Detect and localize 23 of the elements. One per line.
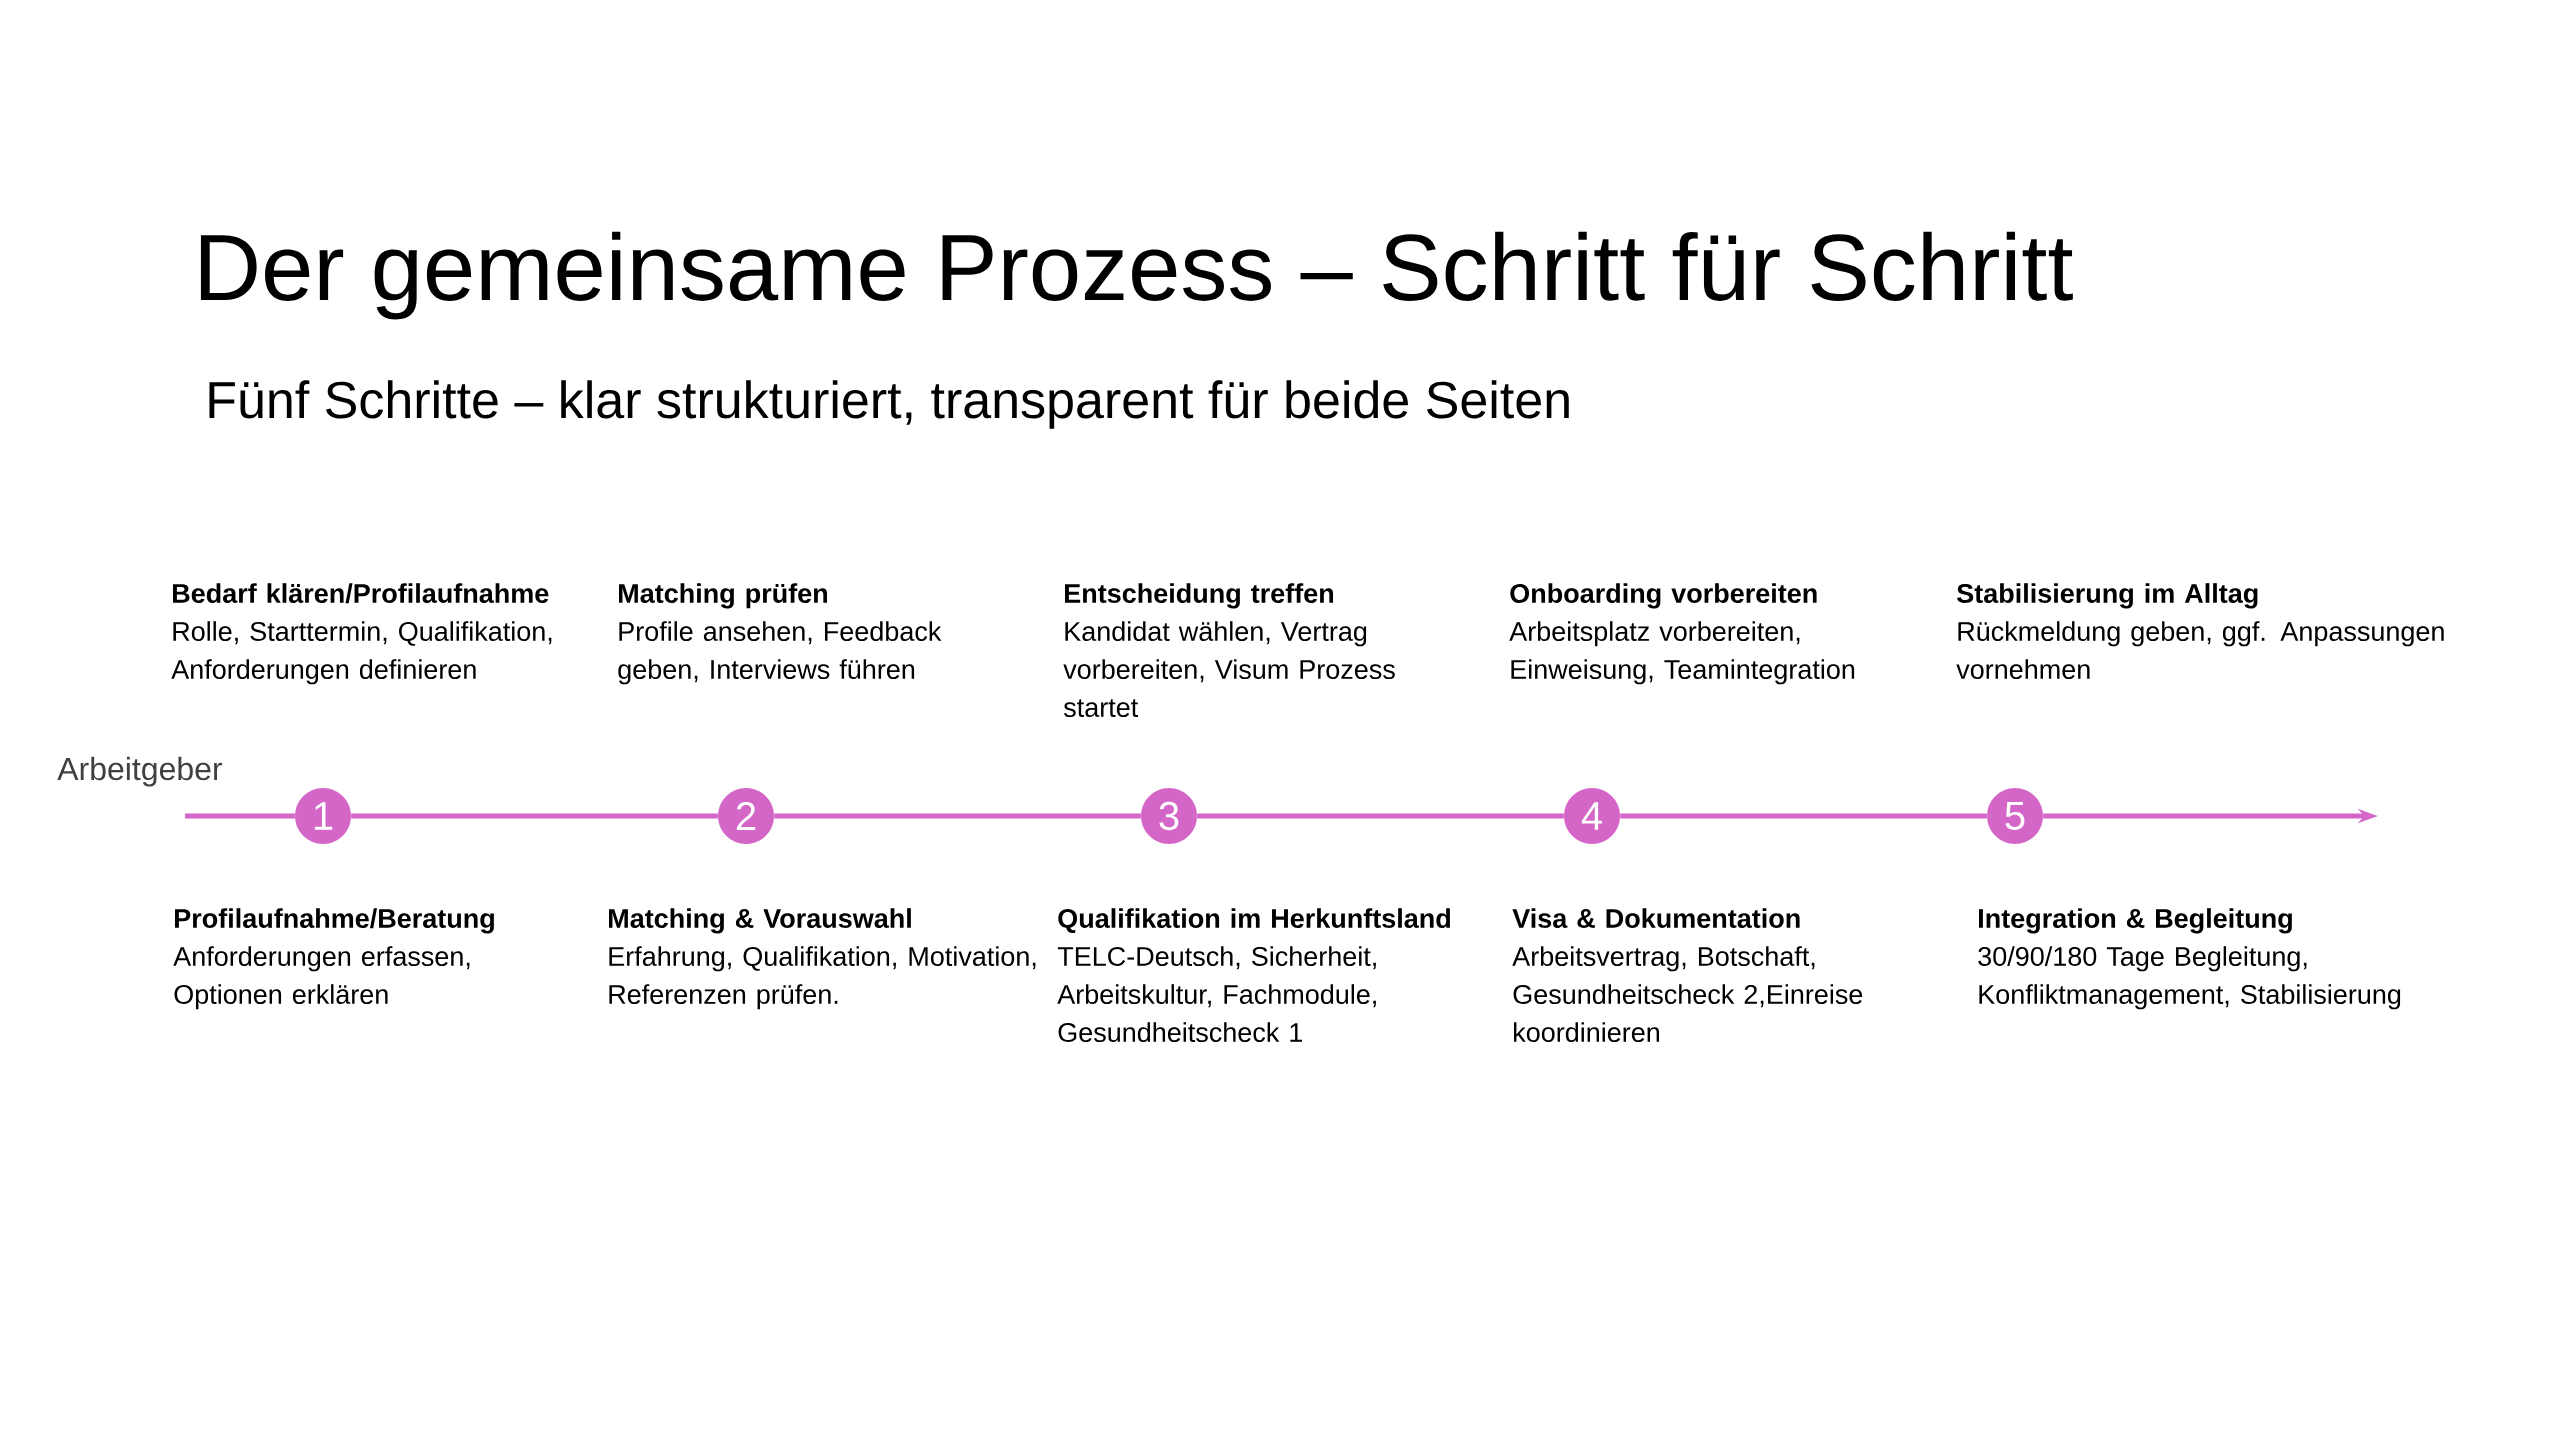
step-description: Rückmeldung geben, ggf. Anpassungen vornehmen — [1956, 621, 2444, 679]
title: Der gemeinsame Prozess – Schritt für Schritt — [200, 231, 2073, 320]
step-description: 30/90/180 Tage Begleitung, Konfliktmanagement, Stabilisierung — [1978, 946, 2401, 1010]
step-heading: Matching & Vorauswahl — [609, 908, 911, 934]
step-description: Kandidat wählen, Vertrag vorbereiten, Visum Prozess startet — [1063, 621, 1395, 717]
step-heading: Integration & Begleitung — [1979, 908, 2292, 934]
step-heading: Matching prüfen — [619, 583, 828, 609]
step-description: Arbeitsplatz vorbereiten, Einweisung, Teamintegration — [1509, 621, 1855, 685]
lane-label: Arbeitgeber — [57, 756, 223, 787]
step-heading: Bedarf klären/Profilaufnahme — [173, 583, 549, 604]
step-heading: Onboarding vorbereiten — [1510, 583, 1817, 609]
step-description: Erfahrung, Qualifikation, Motivation, Referenzen prüfen. — [609, 946, 1036, 1010]
step-heading: Entscheidung treffen — [1065, 583, 1334, 609]
step-heading: Visa & Dokumentation — [1512, 908, 1800, 928]
step-description: TELC-Deutsch, Sicherheit, Arbeitskultur, Fachmodule, Gesundheitscheck 1 — [1057, 946, 1376, 1042]
step-description: Arbeitsvertrag, Botschaft, Gesundheitscheck 2,Einreise koordinieren — [1512, 946, 1863, 1042]
step-heading: Profilaufnahme/Beratung — [175, 908, 494, 934]
step-heading: Stabilisierung im Alltag — [1957, 583, 2258, 609]
step-heading: Qualifikation im Herkunftsland — [1058, 908, 1450, 934]
step-description: Anforderungen erfassen, Optionen erklären — [173, 946, 470, 1010]
step-description: Rolle, Starttermin, Qualifikation, Anforderungen definieren — [171, 621, 552, 685]
step-description: Profile ansehen, Feedback geben, Interviews führen — [618, 621, 942, 685]
subtitle: Fünf Schritte – klar strukturiert, transparent für beide Seiten — [209, 380, 1569, 429]
